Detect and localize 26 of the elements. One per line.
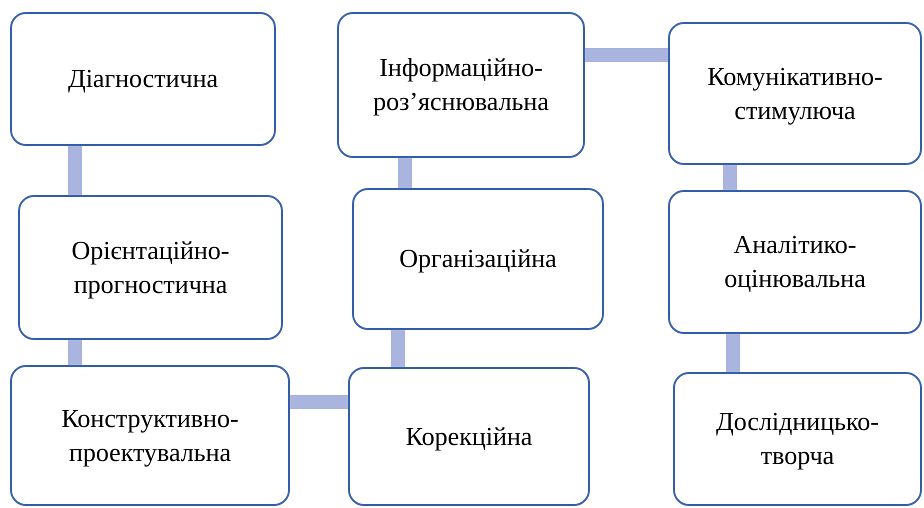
rounded-box <box>348 367 590 506</box>
rounded-box <box>352 188 604 330</box>
node-label: Аналітико-оцінювальна <box>723 229 867 295</box>
rounded-box <box>10 365 290 506</box>
connector <box>290 395 348 409</box>
rounded-box <box>10 12 276 146</box>
node-label: Корекційна <box>406 420 532 452</box>
connector <box>726 334 740 372</box>
connector <box>585 48 668 62</box>
connector <box>723 165 737 190</box>
rounded-box <box>18 195 283 340</box>
connector <box>68 340 82 365</box>
connector <box>391 330 405 367</box>
node-label: Комунікативно-стимулюча <box>706 60 884 127</box>
connector <box>398 158 412 188</box>
node-label: Орієнтаційно-прогностична <box>70 234 230 300</box>
node-label: Інформаційно-роз’яснювальна <box>372 52 550 118</box>
rounded-box <box>337 12 585 158</box>
node-label: Діагностична <box>68 63 218 95</box>
rounded-box <box>673 372 922 506</box>
connector <box>68 146 82 195</box>
node-label: Конструктивно-проектувальна <box>60 402 240 469</box>
rounded-box <box>668 190 922 334</box>
rounded-box <box>668 22 922 165</box>
node-label: Організаційна <box>399 243 557 275</box>
node-label: Дослідницько-творча <box>715 406 880 472</box>
